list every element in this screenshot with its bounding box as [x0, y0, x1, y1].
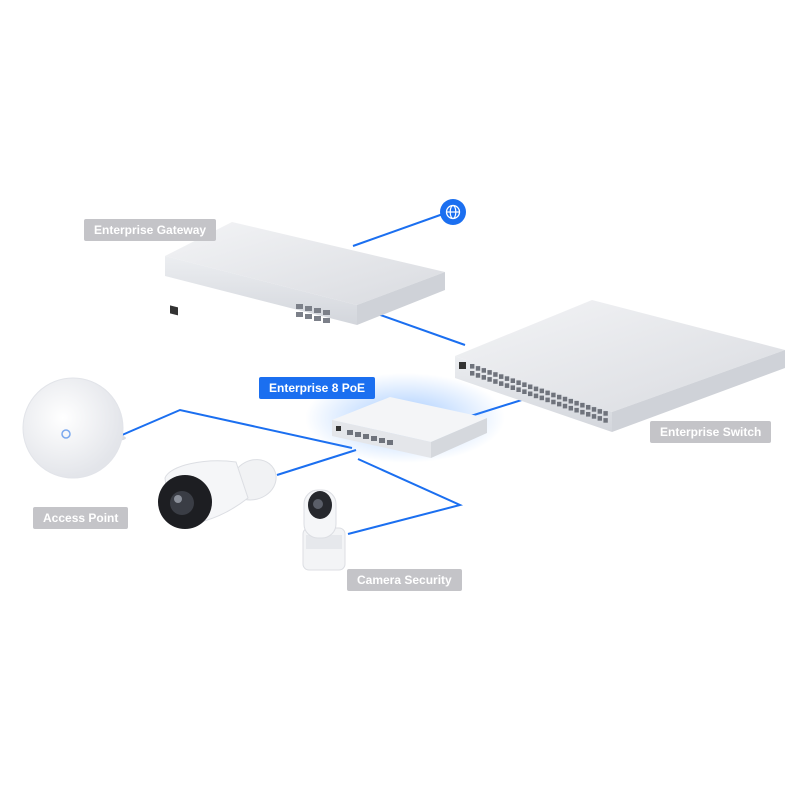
switch-port	[574, 407, 579, 413]
switch-port	[504, 376, 510, 381]
link-poe-dome-camera	[347, 458, 464, 535]
switch-port	[580, 402, 585, 408]
link-internet-gateway	[352, 213, 444, 247]
switch-port	[603, 418, 608, 423]
label-access-point: Access Point	[33, 507, 129, 529]
switch-port	[586, 405, 591, 410]
enterprise-switch-device	[455, 300, 785, 432]
switch-port	[557, 394, 562, 400]
switch-port	[516, 380, 521, 385]
switch-port	[574, 400, 579, 406]
switch-port	[522, 389, 527, 394]
switch-port	[528, 391, 533, 397]
switch-port	[510, 378, 515, 383]
switch-port	[504, 383, 510, 388]
access-point-device	[22, 377, 126, 479]
switch-port	[470, 364, 475, 369]
label-enterprise-switch: Enterprise Switch	[650, 421, 772, 443]
switch-port	[562, 396, 568, 402]
globe-icon	[440, 199, 466, 225]
switch-port	[545, 397, 550, 403]
switch-port	[562, 403, 568, 409]
switch-port	[487, 370, 492, 375]
switch-port	[533, 393, 539, 399]
switch-port	[539, 395, 544, 401]
switch-port	[557, 401, 562, 407]
switch-port	[597, 409, 602, 414]
switch-port	[533, 386, 539, 392]
link-poe-access-point	[121, 408, 353, 449]
switch-port	[580, 409, 585, 415]
switch-port	[510, 385, 515, 390]
switch-port	[568, 405, 573, 411]
switch-port	[586, 412, 591, 417]
link-gateway-switch	[371, 311, 466, 346]
switch-port	[475, 366, 481, 371]
switch-port	[470, 371, 475, 376]
label-enterprise-gateway: Enterprise Gateway	[84, 219, 217, 241]
switch-port	[499, 381, 504, 386]
switch-port	[499, 374, 504, 379]
switch-port	[475, 373, 481, 378]
switch-port	[591, 414, 597, 419]
switch-port	[487, 377, 492, 382]
switch-port	[481, 368, 486, 373]
switch-port	[551, 392, 556, 398]
bullet-camera-device	[158, 459, 277, 529]
switch-port	[528, 384, 533, 390]
switch-port	[545, 390, 550, 396]
label-enterprise-8-poe: Enterprise 8 PoE	[259, 377, 376, 399]
switch-port	[597, 416, 602, 421]
switch-port	[568, 398, 573, 404]
switch-port	[493, 372, 498, 377]
power-port	[170, 305, 178, 316]
switch-port	[603, 411, 608, 416]
enterprise-gateway-device	[165, 222, 445, 325]
switch-port	[551, 399, 556, 405]
links	[121, 213, 529, 535]
switch-port	[516, 387, 521, 392]
switch-port	[522, 382, 527, 387]
switch-port	[539, 388, 544, 394]
label-camera-security: Camera Security	[347, 569, 462, 591]
switch-port	[481, 375, 486, 380]
ubiquiti-logo-icon	[61, 429, 71, 439]
switch-port	[493, 379, 498, 384]
switch-port	[591, 407, 597, 412]
dome-camera-device	[302, 489, 346, 571]
link-poe-bullet-camera	[276, 449, 357, 476]
